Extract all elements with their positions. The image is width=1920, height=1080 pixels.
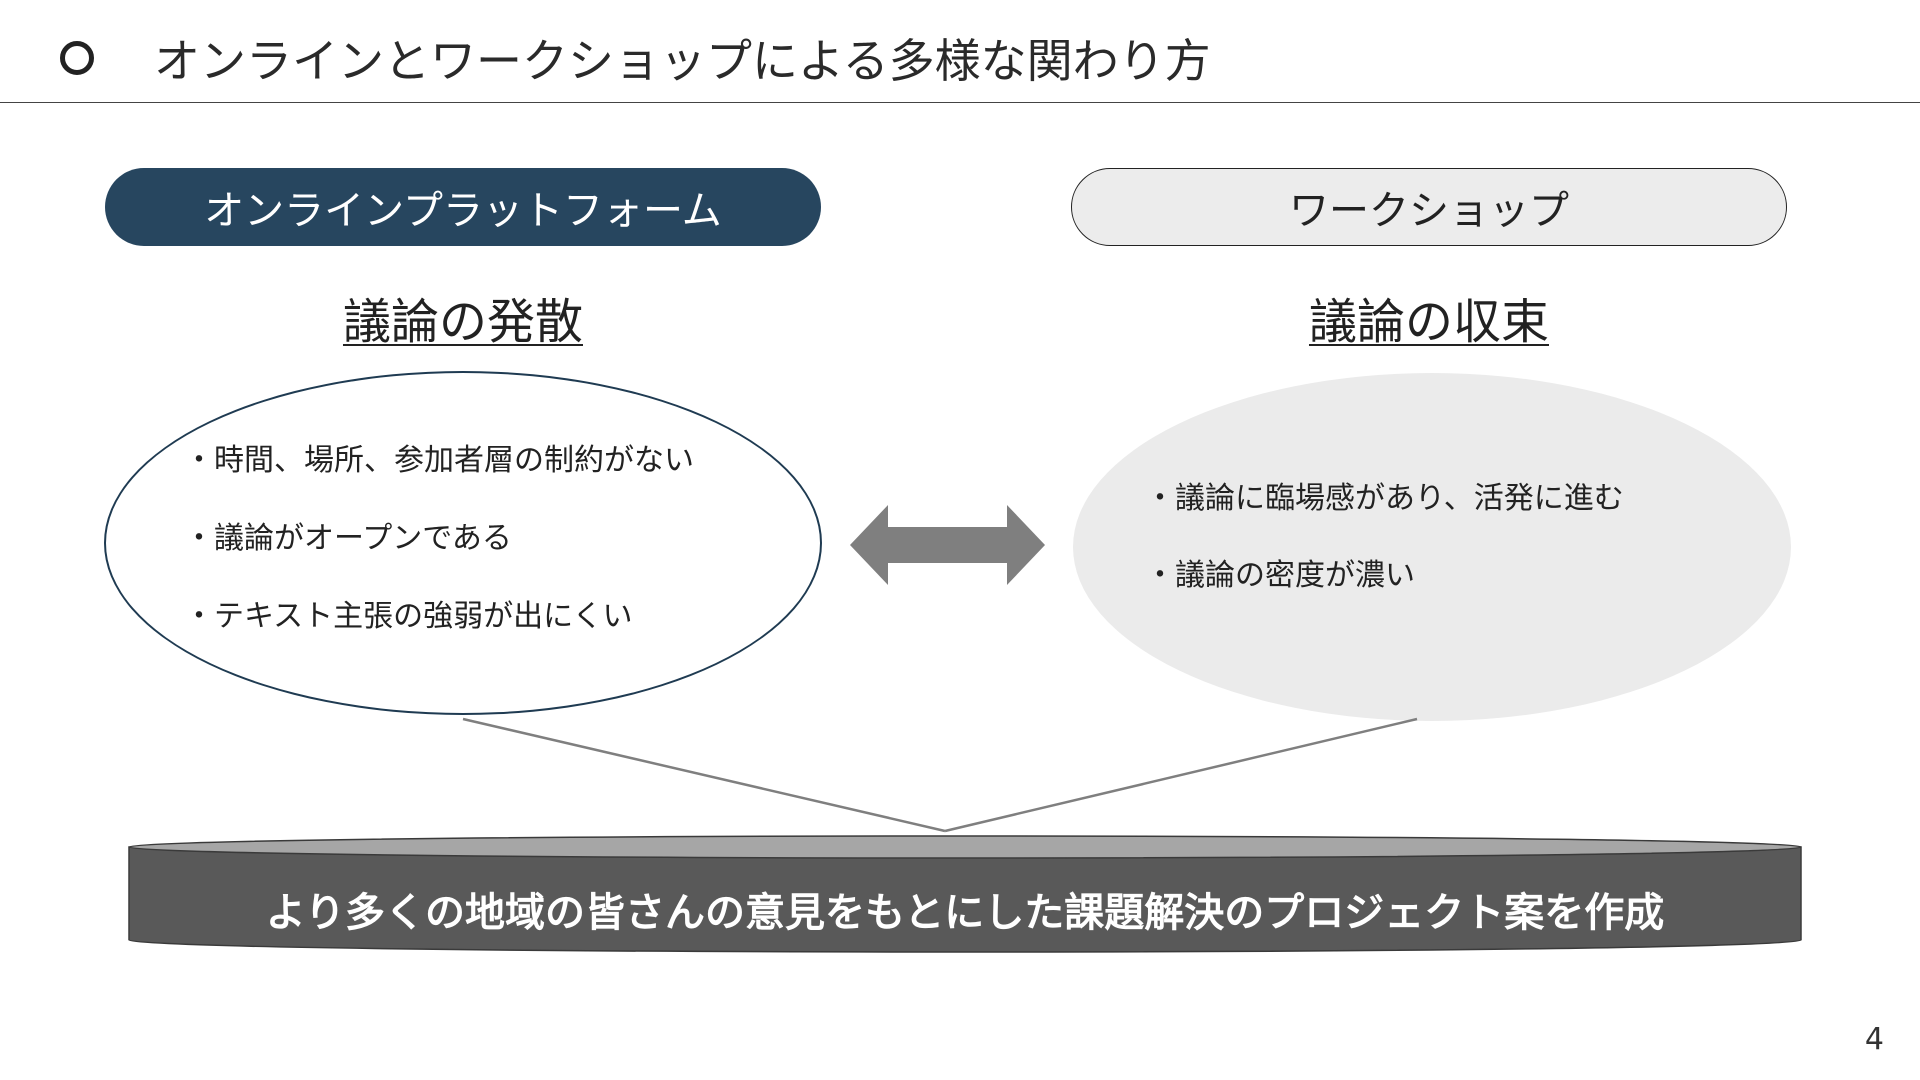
divergence-heading: 議論の発散: [342, 294, 583, 350]
list-item: ・議論の密度が濃い: [1145, 558, 1415, 593]
list-item: ・テキスト主張の強弱が出にくい: [184, 599, 633, 634]
workshop-label: ワークショップ: [1071, 168, 1787, 246]
conclusion-text: より多くの地域の皆さんの意見をもとにした課題解決のプロジェクト案を作成: [265, 890, 1665, 936]
circle-outline-icon: [60, 41, 94, 75]
connector-line-left: [462, 717, 946, 833]
online-features-ellipse: [104, 371, 822, 715]
online-platform-label-text: オンラインプラットフォーム: [204, 188, 722, 234]
online-features-list: ・時間、場所、参加者層の制約がない ・議論がオープンである ・テキスト主張の強弱…: [184, 442, 694, 676]
convergence-heading: 議論の収束: [1308, 294, 1549, 350]
double-arrow-icon: [850, 505, 1045, 585]
title-divider: [0, 102, 1920, 103]
connector-line-right: [944, 717, 1418, 833]
page-number: 4: [1864, 1022, 1884, 1057]
slide-title-row: オンラインとワークショップによる多様な関わり方: [60, 28, 1211, 88]
online-platform-label: オンラインプラットフォーム: [105, 168, 821, 246]
list-item: ・議論に臨場感があり、活発に進む: [1145, 481, 1624, 516]
workshop-features-ellipse: [1073, 373, 1791, 721]
conclusion-cylinder: [128, 835, 1802, 953]
workshop-label-text: ワークショップ: [1289, 188, 1569, 234]
list-item: ・時間、場所、参加者層の制約がない: [184, 443, 694, 478]
slide-title: オンラインとワークショップによる多様な関わり方: [154, 34, 1211, 88]
list-item: ・議論がオープンである: [184, 521, 512, 556]
workshop-features-list: ・議論に臨場感があり、活発に進む ・議論の密度が濃い: [1145, 480, 1624, 634]
